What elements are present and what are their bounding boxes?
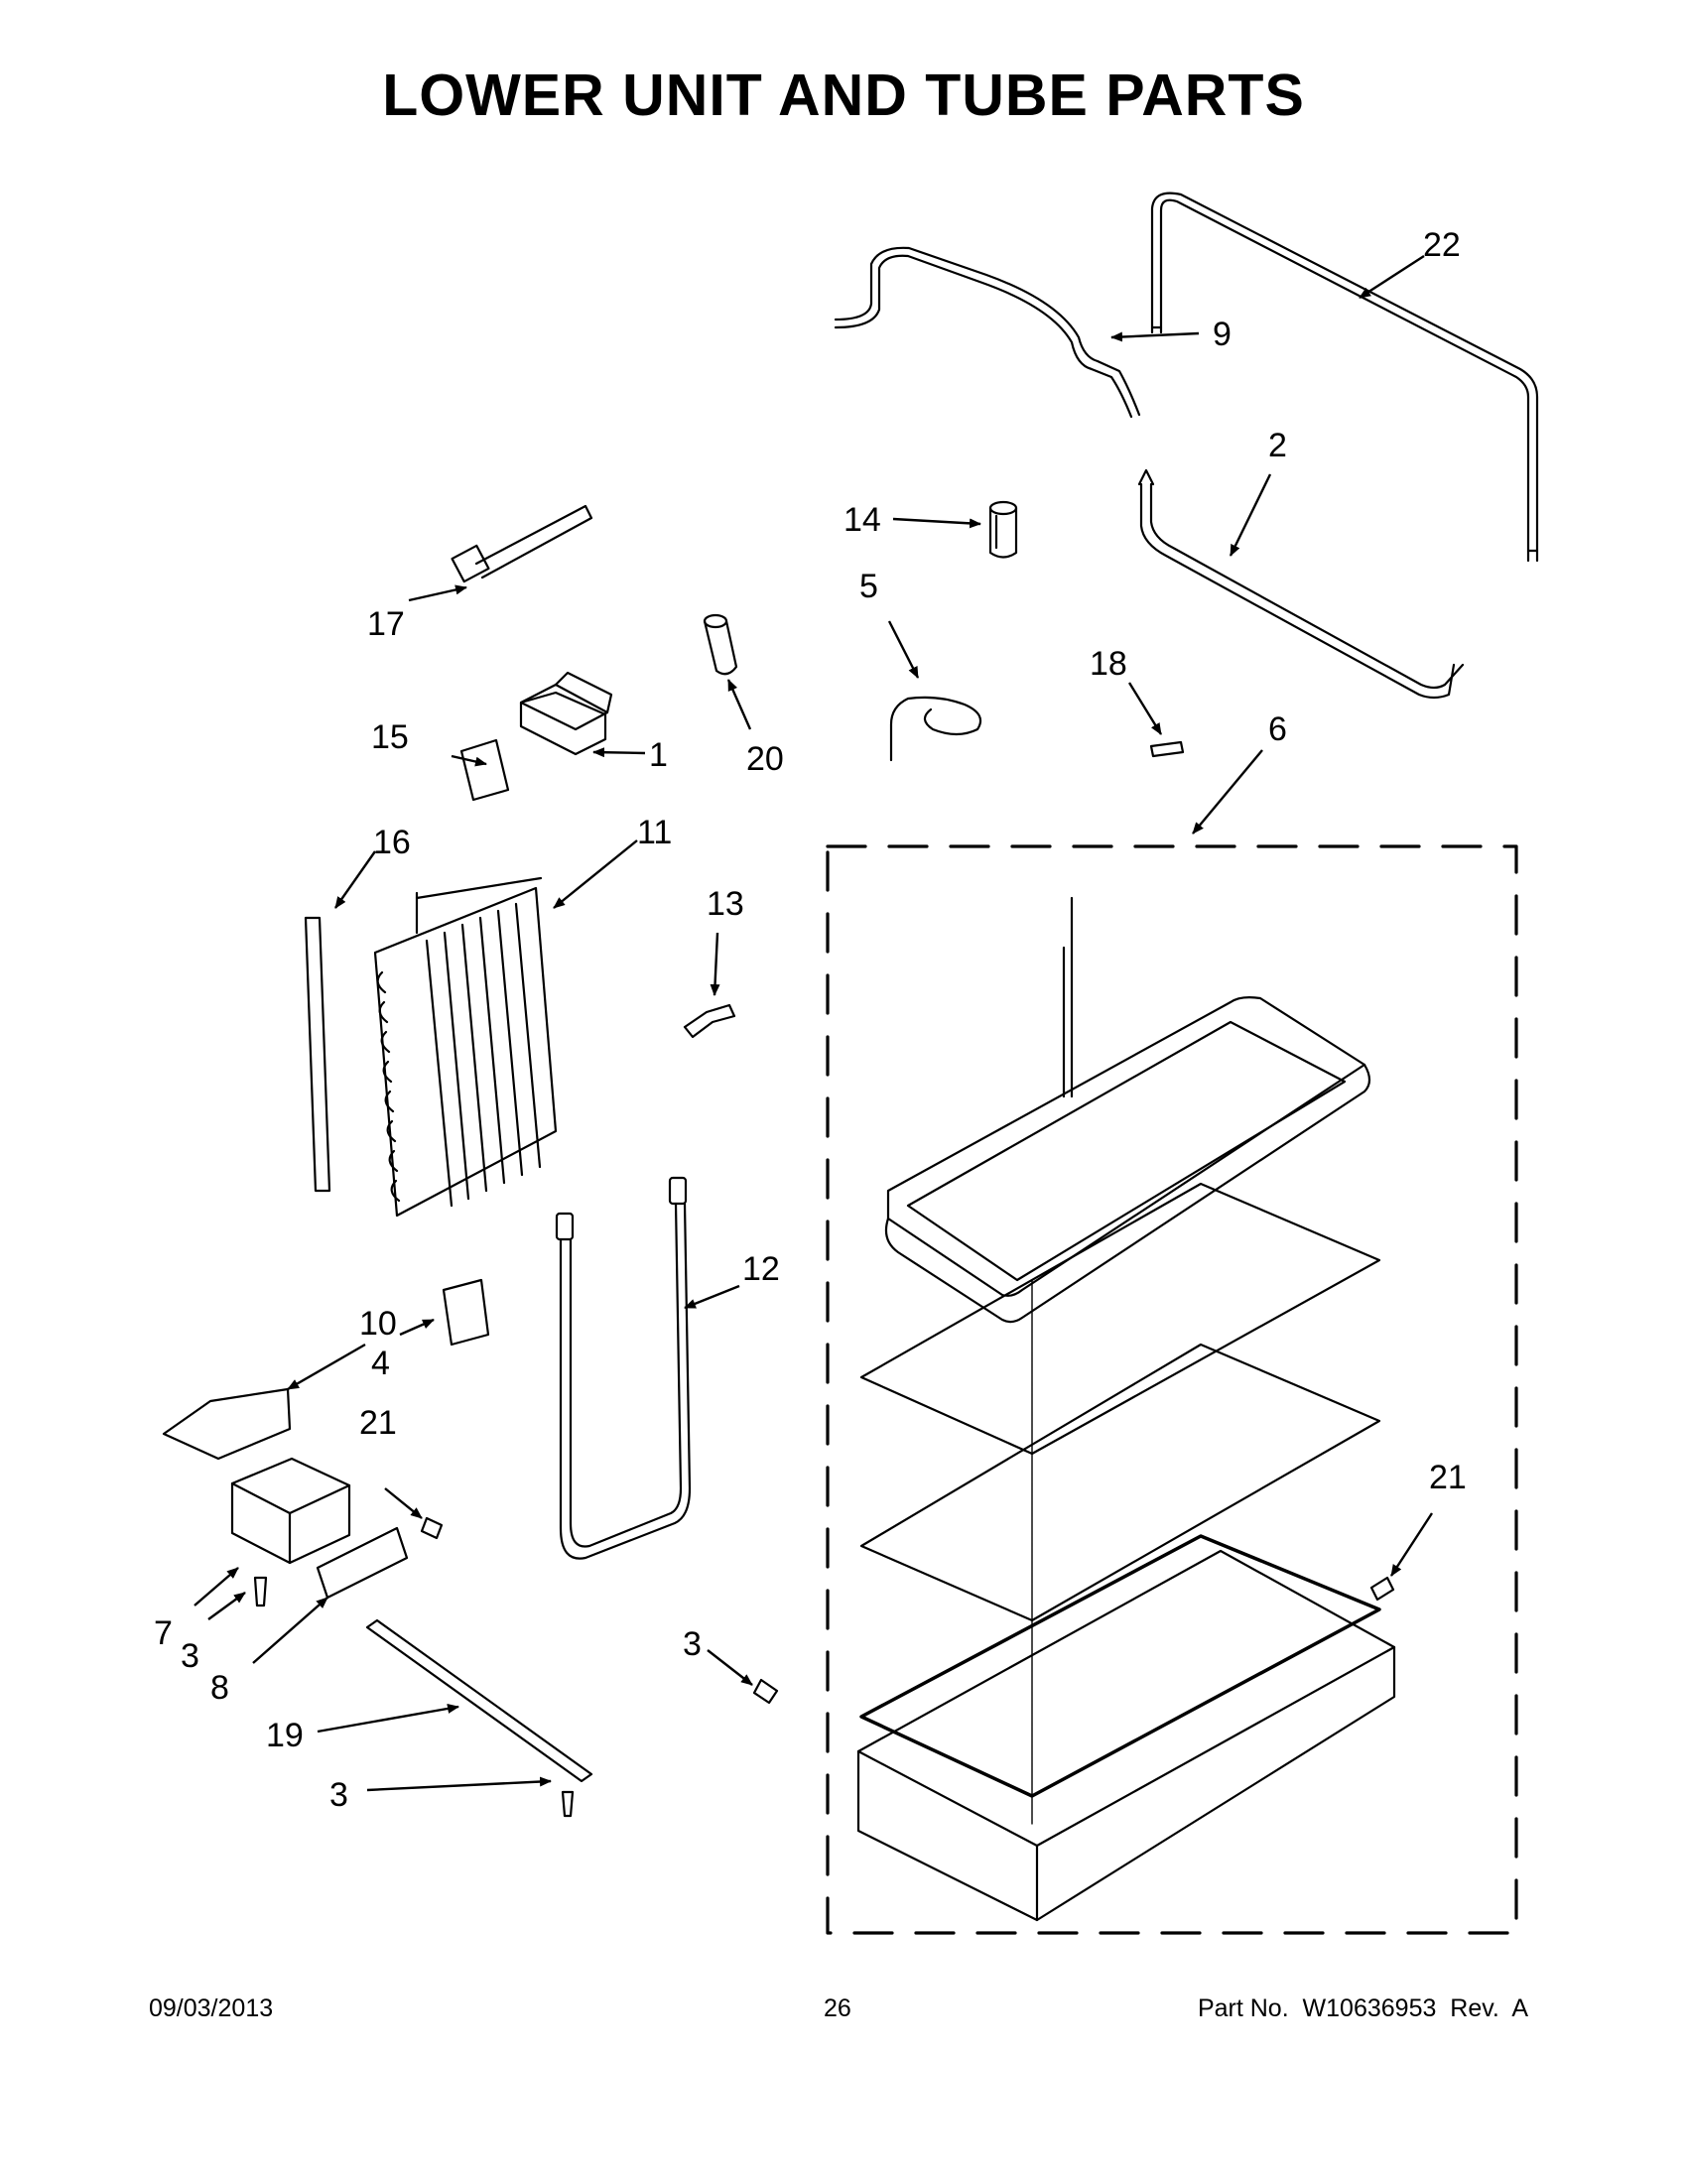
- part-16-strip: [304, 916, 331, 1193]
- part-17-cable-tie: [451, 504, 593, 583]
- callout-10: 10: [359, 1305, 397, 1343]
- callout-4: 4: [371, 1345, 390, 1382]
- screw-parts: [253, 1516, 1395, 1818]
- part-13-clip: [683, 1003, 736, 1039]
- part-7-box: [230, 1457, 351, 1565]
- part-14-connector: [988, 500, 1018, 559]
- part-20-sleeve: [703, 613, 738, 676]
- part-15-plate: [459, 738, 510, 802]
- callout-16: 16: [373, 824, 411, 861]
- callout-1: 1: [649, 736, 668, 774]
- part-8-shield: [316, 1526, 409, 1600]
- callout-5: 5: [859, 568, 878, 605]
- callout-21: 21: [359, 1404, 397, 1442]
- callout-22: 22: [1423, 226, 1461, 264]
- page-title: LOWER UNIT AND TUBE PARTS: [382, 63, 1305, 128]
- footer-page-number: 26: [824, 1994, 851, 2022]
- part-19-bar: [365, 1618, 593, 1783]
- part-18-clip: [1149, 740, 1185, 758]
- part-5-tube: [889, 696, 982, 762]
- part-1-bracket: [519, 671, 613, 756]
- callout-3: 3: [683, 1625, 702, 1663]
- footer-part-number: Part No. W10636953 Rev. A: [1197, 1994, 1528, 2022]
- callout-14: 14: [844, 501, 881, 539]
- part-6-assembly-boundary: [826, 844, 1518, 1935]
- callout-3: 3: [181, 1637, 199, 1675]
- part-2-tube: [1137, 468, 1465, 700]
- callout-6: 6: [1268, 710, 1287, 748]
- callout-17: 17: [367, 605, 405, 643]
- callout-labels: 22 9 2 14 5 18 6 20 1 15 17 16 11 13 12 …: [154, 226, 1467, 1814]
- part-4-bracket: [442, 1278, 490, 1347]
- callout-19: 19: [266, 1717, 304, 1754]
- callout-11: 11: [637, 814, 672, 851]
- part-12-harness: [555, 1176, 692, 1560]
- callout-12: 12: [742, 1250, 780, 1288]
- callout-20: 20: [746, 740, 784, 778]
- callout-15: 15: [371, 718, 409, 756]
- part-22-tube: [1150, 192, 1539, 563]
- callout-21: 21: [1429, 1459, 1467, 1496]
- callout-8: 8: [210, 1669, 229, 1707]
- part-10-deflector: [162, 1387, 292, 1461]
- callout-9: 9: [1213, 316, 1232, 353]
- part-6-contents: [856, 896, 1396, 1922]
- callout-18: 18: [1090, 645, 1127, 683]
- part-9-tube: [834, 246, 1141, 419]
- footer-date: 09/03/2013: [149, 1994, 274, 2022]
- callout-7: 7: [154, 1614, 173, 1652]
- callout-13: 13: [707, 885, 744, 923]
- part-11-evaporator: [373, 876, 558, 1218]
- callout-3: 3: [329, 1776, 348, 1814]
- callout-2: 2: [1268, 427, 1287, 464]
